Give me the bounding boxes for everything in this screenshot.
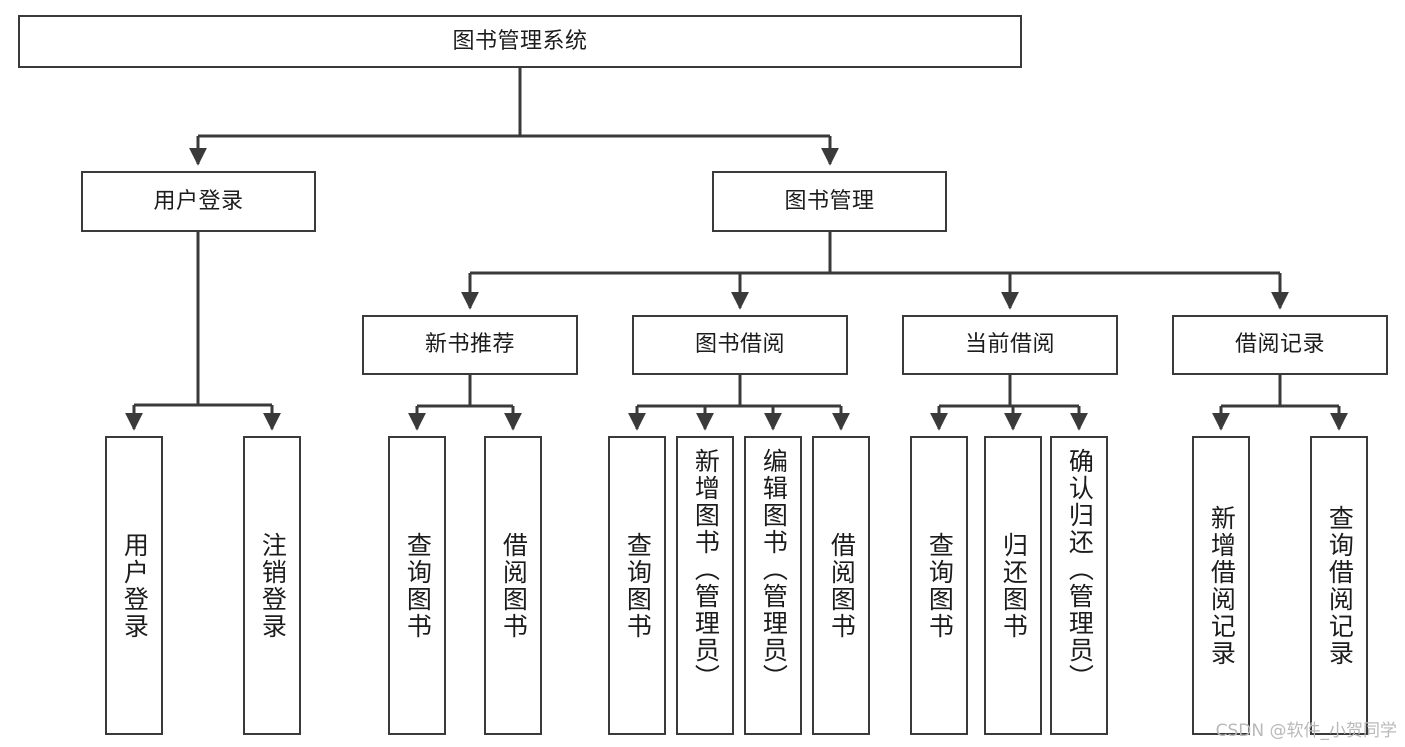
node-book-borrow-label: 图书借阅 <box>694 332 785 358</box>
csdn-watermark: CSDN @软件_小贺同学 <box>1215 721 1397 741</box>
node-book-borrow[interactable]: 图书借阅 <box>632 315 848 375</box>
node-new-book-recommend-label: 新书推荐 <box>424 332 515 358</box>
node-leaf-borrow-book-2[interactable]: 借阅图书 <box>812 436 870 735</box>
node-leaf-add-book-admin-label: 新增图书（管理员） <box>691 448 721 691</box>
node-user-login[interactable]: 用户登录 <box>81 171 316 232</box>
node-root[interactable]: 图书管理系统 <box>18 15 1022 68</box>
node-leaf-add-borrow-record[interactable]: 新增借阅记录 <box>1192 436 1250 735</box>
node-current-borrow[interactable]: 当前借阅 <box>902 315 1118 375</box>
node-leaf-edit-book-admin[interactable]: 编辑图书（管理员） <box>744 436 802 735</box>
node-book-manage[interactable]: 图书管理 <box>712 171 947 232</box>
node-leaf-query-book-2[interactable]: 查询图书 <box>608 436 666 735</box>
node-leaf-user-logout-label: 注销登录 <box>258 531 288 640</box>
node-leaf-confirm-return-admin[interactable]: 确认归还（管理员） <box>1050 436 1108 735</box>
node-leaf-user-logout[interactable]: 注销登录 <box>243 436 301 735</box>
node-leaf-return-book-label: 归还图书 <box>999 531 1029 640</box>
node-leaf-user-login-label: 用户登录 <box>120 531 150 640</box>
node-new-book-recommend[interactable]: 新书推荐 <box>362 315 578 375</box>
node-leaf-borrow-book-1[interactable]: 借阅图书 <box>484 436 542 735</box>
node-root-label: 图书管理系统 <box>452 28 588 54</box>
node-leaf-add-book-admin[interactable]: 新增图书（管理员） <box>676 436 734 735</box>
node-leaf-confirm-return-admin-label: 确认归还（管理员） <box>1065 448 1095 691</box>
node-leaf-return-book[interactable]: 归还图书 <box>984 436 1042 735</box>
node-leaf-add-borrow-record-label: 新增借阅记录 <box>1207 504 1237 667</box>
node-leaf-user-login[interactable]: 用户登录 <box>105 436 163 735</box>
node-leaf-query-book-1[interactable]: 查询图书 <box>388 436 446 735</box>
node-leaf-query-book-1-label: 查询图书 <box>403 531 433 640</box>
node-leaf-borrow-book-1-label: 借阅图书 <box>499 531 529 640</box>
node-user-login-label: 用户登录 <box>153 188 244 214</box>
node-leaf-query-borrow-record-label: 查询借阅记录 <box>1325 504 1355 667</box>
node-leaf-edit-book-admin-label: 编辑图书（管理员） <box>759 448 789 691</box>
node-leaf-query-book-3-label: 查询图书 <box>925 531 955 640</box>
node-leaf-query-borrow-record[interactable]: 查询借阅记录 <box>1310 436 1368 735</box>
node-current-borrow-label: 当前借阅 <box>964 332 1055 358</box>
node-borrow-record[interactable]: 借阅记录 <box>1172 315 1388 375</box>
node-leaf-borrow-book-2-label: 借阅图书 <box>827 531 857 640</box>
node-leaf-query-book-3[interactable]: 查询图书 <box>910 436 968 735</box>
node-book-manage-label: 图书管理 <box>784 188 875 214</box>
node-leaf-query-book-2-label: 查询图书 <box>623 531 653 640</box>
node-borrow-record-label: 借阅记录 <box>1234 332 1325 358</box>
